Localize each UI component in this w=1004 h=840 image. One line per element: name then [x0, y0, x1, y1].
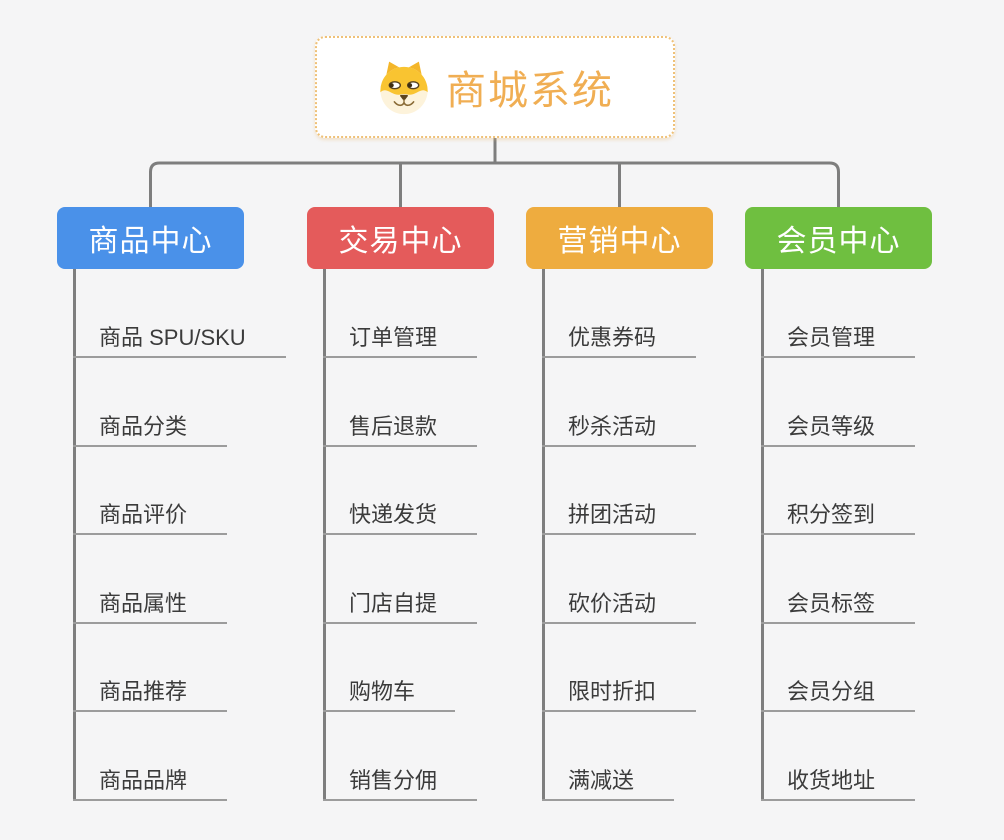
- child-topic[interactable]: 订单管理: [323, 321, 478, 358]
- branch-node[interactable]: 会员中心: [745, 207, 932, 269]
- branch-node[interactable]: 营销中心: [526, 207, 713, 269]
- child-topic[interactable]: 商品 SPU/SKU: [73, 321, 286, 358]
- child-topic[interactable]: 限时折扣: [542, 675, 697, 712]
- child-topic[interactable]: 秒杀活动: [542, 410, 697, 447]
- root-topic-label: 商城系统: [446, 69, 614, 113]
- child-topic[interactable]: 会员标签: [761, 587, 916, 624]
- child-topic[interactable]: 商品推荐: [73, 675, 228, 712]
- child-topic[interactable]: 商品评价: [73, 498, 228, 535]
- child-topic[interactable]: 砍价活动: [542, 587, 697, 624]
- dog-face-icon: [376, 59, 432, 115]
- branch-node[interactable]: 交易中心: [307, 207, 494, 269]
- branch-label: 交易中心: [338, 225, 463, 258]
- root-topic[interactable]: 商城系统: [315, 36, 675, 138]
- child-topic[interactable]: 积分签到: [761, 498, 916, 535]
- child-topic[interactable]: 拼团活动: [542, 498, 697, 535]
- child-topic[interactable]: 商品分类: [73, 410, 228, 447]
- child-topic[interactable]: 销售分佣: [323, 764, 478, 801]
- child-topic[interactable]: 购物车: [323, 675, 456, 712]
- child-topic[interactable]: 满减送: [542, 764, 675, 801]
- child-topic[interactable]: 商品属性: [73, 587, 228, 624]
- child-topic[interactable]: 会员管理: [761, 321, 916, 358]
- child-topic[interactable]: 优惠券码: [542, 321, 697, 358]
- child-topic[interactable]: 售后退款: [323, 410, 478, 447]
- child-topic[interactable]: 会员等级: [761, 410, 916, 447]
- branch-label: 会员中心: [776, 225, 901, 258]
- child-topic[interactable]: 收货地址: [761, 764, 916, 801]
- branch-label: 营销中心: [557, 225, 682, 258]
- branch-node[interactable]: 商品中心: [57, 207, 244, 269]
- branch-label: 商品中心: [88, 225, 213, 258]
- child-topic[interactable]: 快递发货: [323, 498, 478, 535]
- child-topic[interactable]: 会员分组: [761, 675, 916, 712]
- child-topic[interactable]: 商品品牌: [73, 764, 228, 801]
- child-topic[interactable]: 门店自提: [323, 587, 478, 624]
